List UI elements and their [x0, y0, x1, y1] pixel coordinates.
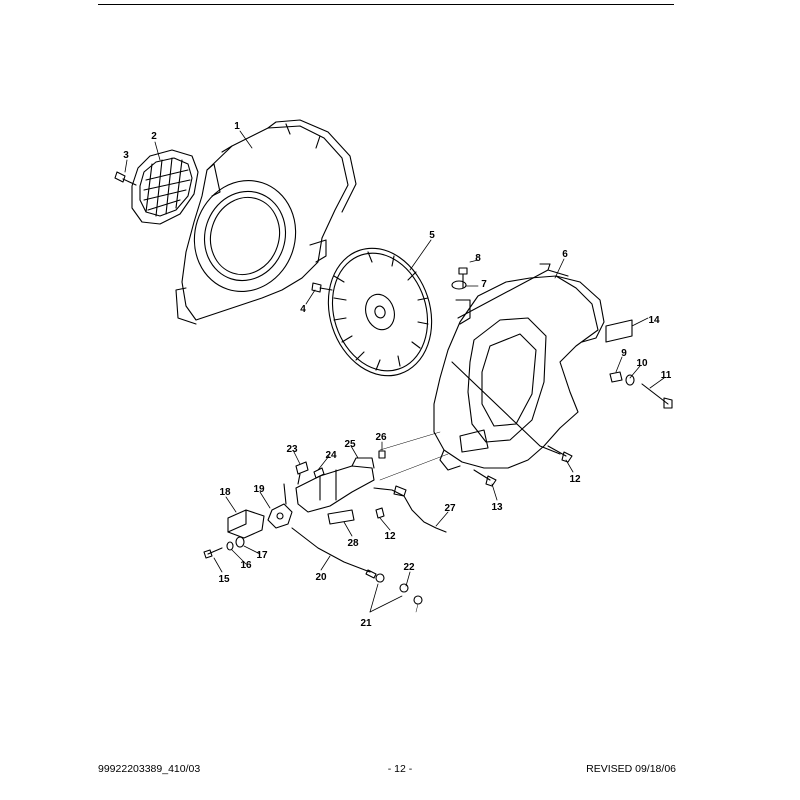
screw-part-26	[378, 450, 386, 459]
callout-3: 3	[123, 150, 129, 161]
trigger-part-18	[227, 509, 265, 539]
callout-17: 17	[256, 550, 268, 561]
nut-part-9	[609, 371, 623, 383]
callout-12-lower: 12	[384, 531, 396, 542]
callout-4: 4	[300, 304, 306, 315]
assembly-guide-lines	[379, 431, 449, 613]
callout-2: 2	[151, 131, 157, 142]
callout-26: 26	[375, 432, 387, 443]
callout-9: 9	[621, 348, 627, 359]
blower-housing-part	[433, 263, 605, 471]
callout-14: 14	[648, 315, 660, 326]
washer-part-16	[226, 541, 234, 551]
page-number: - 12 -	[387, 763, 413, 775]
screw-part-12-lower	[375, 507, 385, 519]
revision-date: REVISED 09/18/06	[586, 763, 676, 775]
callout-27: 27	[444, 503, 456, 514]
callout-28: 28	[347, 538, 359, 549]
intake-grille-part	[131, 149, 199, 225]
bolt-part-12-right	[547, 445, 573, 463]
callout-5: 5	[429, 230, 435, 241]
stop-wire-part-27	[373, 485, 447, 533]
spring-part-23	[295, 461, 309, 485]
callout-1: 1	[234, 121, 240, 132]
washer-part-17	[235, 536, 245, 548]
callout-22: 22	[403, 562, 415, 573]
callout-21: 21	[360, 618, 372, 629]
callout-8: 8	[475, 253, 481, 264]
throttle-cable-part-20	[291, 527, 377, 579]
screw-part-8	[458, 267, 468, 289]
fan-housing-part	[175, 119, 357, 325]
throttle-bracket-part-25	[295, 457, 375, 513]
document-number: 99922203389_410/03	[98, 763, 201, 775]
washer-part-10	[625, 374, 635, 386]
impeller-part	[327, 247, 433, 377]
screw-part-4	[311, 282, 333, 293]
clip-part-7	[451, 280, 467, 290]
label-part-28	[327, 509, 355, 525]
throttle-lever-part-19	[267, 483, 293, 529]
callout-16: 16	[240, 560, 252, 571]
callout-23: 23	[286, 444, 298, 455]
callout-11: 11	[661, 370, 672, 381]
screw-part-15	[203, 547, 223, 559]
clip-part-24	[313, 467, 325, 479]
callout-7: 7	[481, 279, 487, 290]
nut-part-21-a	[375, 573, 385, 583]
bolt-part-11	[641, 383, 673, 409]
bolt-part-13	[473, 469, 497, 487]
callout-6: 6	[562, 249, 568, 260]
nut-part-22-a	[399, 583, 409, 593]
callout-15: 15	[218, 574, 230, 585]
callout-24: 24	[325, 450, 337, 461]
top-rule	[98, 4, 674, 5]
callout-12-right: 12	[569, 474, 581, 485]
callout-18: 18	[219, 487, 231, 498]
callout-13: 13	[491, 502, 503, 513]
label-part-14	[605, 319, 633, 343]
callout-25: 25	[344, 439, 356, 450]
leader-lines	[124, 130, 665, 613]
callout-19: 19	[253, 484, 265, 495]
callout-10: 10	[636, 358, 648, 369]
callout-20: 20	[315, 572, 327, 583]
nut-part-22-b	[413, 595, 423, 605]
screw-part-3	[114, 171, 137, 186]
